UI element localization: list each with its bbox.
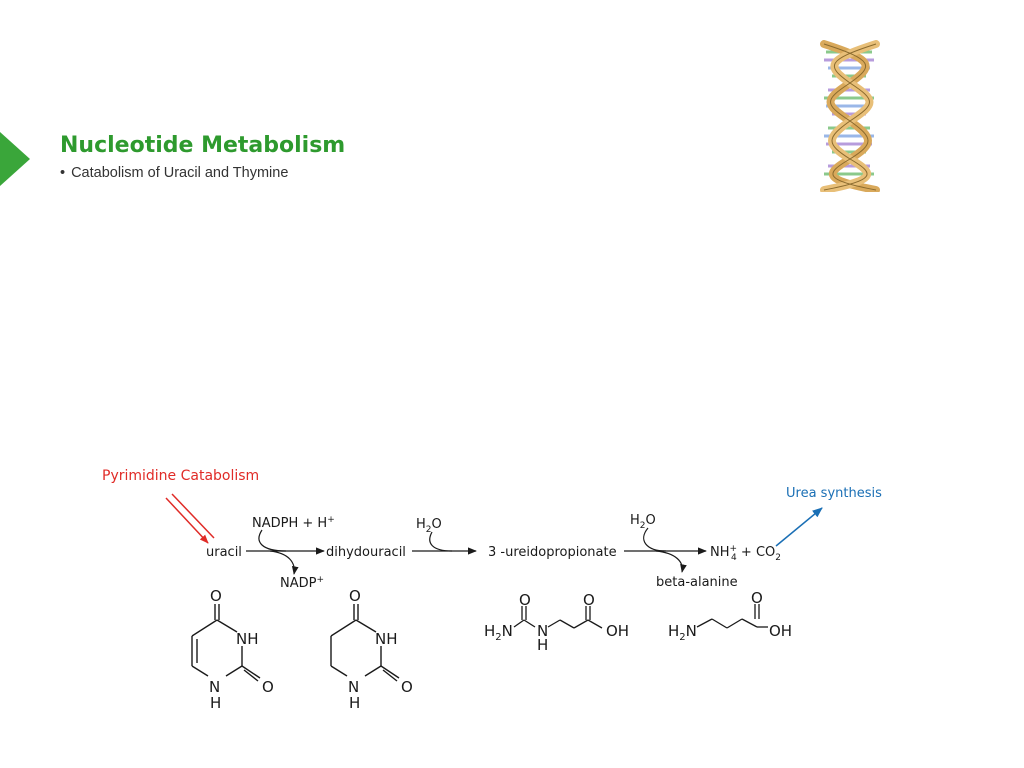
ureido-n: N [537,622,548,640]
ureidopropionate-structure [513,606,603,629]
beta-alanine-oh: OH [769,622,792,640]
bullet-dot-icon: • [60,165,66,181]
h2o-label-1: H2O [416,517,442,535]
slide-title: Nucleotide Metabolism [60,133,346,158]
red-arrow-line-b [165,497,209,544]
nadp-label: NADP+ [280,575,324,591]
uracil-o-right: O [262,678,274,696]
ureido-o-right: O [583,591,595,609]
nadp-curve [269,550,299,575]
uracil-structure [191,604,261,682]
beta-alanine-structure [696,604,768,629]
dihydrouracil-structure [330,604,400,682]
beta-alanine-h2n: H2N [668,622,697,643]
dihydrouracil-h: H [349,694,360,712]
nadph-curve [258,529,287,552]
ureido-o-left: O [519,591,531,609]
dihydrouracil-o-top: O [349,587,361,605]
beta-alanine-curve [655,550,687,573]
uracil-o-top: O [210,587,222,605]
uracil-n: N [209,678,220,696]
red-arrow-line-a [171,493,215,539]
urea-synthesis-label: Urea synthesis [786,486,882,501]
bullet-item: • Catabolism of Uracil and Thymine [60,165,288,181]
dihydrouracil-label: dihydouracil [326,545,406,560]
h2o-curve-2 [643,527,667,552]
ureido-h: H [537,636,548,654]
diagram-heading: Pyrimidine Catabolism [102,468,259,484]
beta-alanine-o: O [751,589,763,607]
dihydrouracil-nh: NH [375,630,398,648]
beta-alanine-label: beta-alanine [656,575,738,590]
h2o-label-2: H2O [630,513,656,531]
slide-marker-triangle [0,132,30,186]
uracil-label: uracil [206,545,242,560]
dihydrouracil-o-right: O [401,678,413,696]
uracil-h: H [210,694,221,712]
ureidopropionate-label: 3 -ureidopropionate [488,545,617,560]
ureido-h2n: H2N [484,622,513,643]
urea-arrow [775,507,823,547]
uracil-nh: NH [236,630,259,648]
products-label: NH+4 + CO2 [710,544,781,563]
dihydrouracil-n: N [348,678,359,696]
dna-helix-icon [820,40,880,192]
nadph-label: NADPH + H+ [252,515,335,531]
bullet-text: Catabolism of Uracil and Thymine [71,165,289,181]
ureido-oh: OH [606,622,629,640]
h2o-curve-1 [429,531,453,552]
